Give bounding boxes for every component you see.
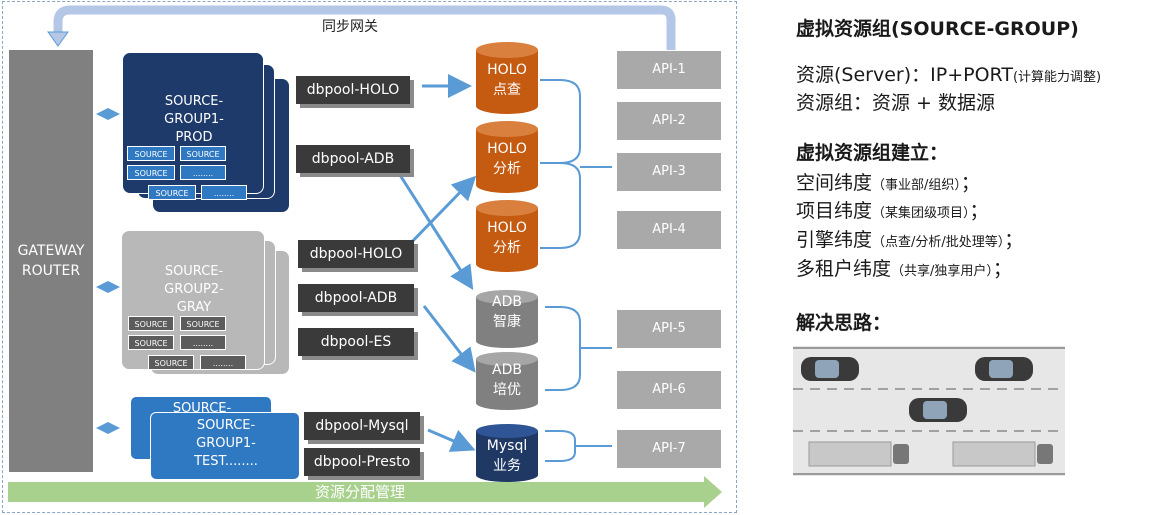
gateway-router: GATEWAY ROUTER xyxy=(9,50,93,472)
car-icon xyxy=(909,398,967,422)
road-illustration xyxy=(793,346,1065,476)
api-1: API-1 xyxy=(617,51,721,89)
notes-group-line: 资源组：资源 + 数据源 xyxy=(796,92,995,114)
diagram-frame xyxy=(2,1,737,513)
api-3: API-3 xyxy=(617,153,721,191)
dbpool-es: dbpool-ES xyxy=(298,328,414,356)
dbpool-adb-2: dbpool-ADB xyxy=(298,284,414,312)
resource-allocation-label: 资源分配管理 xyxy=(314,483,405,501)
source-chip: SOURCE xyxy=(127,165,175,180)
api-6: API-6 xyxy=(617,371,721,409)
car-icon xyxy=(801,357,859,381)
car-icon xyxy=(975,357,1033,381)
group1-prod-title: SOURCE- GROUP1- PROD xyxy=(164,94,224,145)
connector-layer xyxy=(8,5,722,508)
source-chip: SOURCE xyxy=(180,316,226,331)
truck-icon xyxy=(808,441,909,467)
sync-arrow xyxy=(53,5,676,50)
notes-title: 虚拟资源组(SOURCE-GROUP) xyxy=(796,18,1079,40)
notes-solution-title: 解决思路： xyxy=(796,312,892,334)
group1-test-title: SOURCE- GROUP1- TEST........ xyxy=(194,418,258,469)
source-chip: SOURCE xyxy=(127,146,175,161)
group2-gray-title: SOURCE- GROUP2- GRAY xyxy=(164,264,224,315)
notes-dim-project: 项目纬度（某集团级项目）； xyxy=(796,200,989,222)
ellipsis-chip: ........ xyxy=(201,185,247,200)
resource-bar-arrow xyxy=(8,476,722,508)
ellipsis-chip: ........ xyxy=(180,165,226,180)
dbpool-mysql: dbpool-Mysql xyxy=(304,412,420,440)
notes-build-title: 虚拟资源组建立： xyxy=(796,142,949,164)
source-chip: SOURCE xyxy=(148,185,196,200)
truck-icon xyxy=(952,441,1053,467)
api-2: API-2 xyxy=(617,102,721,140)
source-chip: SOURCE xyxy=(180,146,226,161)
dbpool-adb-1: dbpool-ADB xyxy=(296,145,410,173)
source-chip: SOURCE xyxy=(128,316,174,331)
api-7: API-7 xyxy=(617,430,721,468)
notes-resource-line: 资源(Server)：IP+PORT(计算能力调整) xyxy=(796,64,1102,86)
notes-dim-tenant: 多租户纬度（共享/独享用户）； xyxy=(796,258,1012,280)
ellipsis-chip: ........ xyxy=(180,335,226,350)
dbpool-holo-1: dbpool-HOLO xyxy=(296,76,410,104)
notes-dim-engine: 引擎纬度（点查/分析/批处理等）； xyxy=(796,229,1024,251)
group1-test-card: SOURCE- GROUP1- TEST........ xyxy=(150,412,300,480)
dbpool-holo-2: dbpool-HOLO xyxy=(298,240,414,268)
source-chip: SOURCE xyxy=(148,355,194,370)
source-chip: SOURCE xyxy=(128,335,174,350)
notes-dim-space: 空间纬度（事业部/组织）； xyxy=(796,172,980,194)
sync-gateway-label: 同步网关 xyxy=(322,19,378,35)
gateway-line-2: ROUTER xyxy=(21,263,81,279)
api-5: API-5 xyxy=(617,310,721,348)
ellipsis-chip: ........ xyxy=(200,355,246,370)
gateway-line-1: GATEWAY xyxy=(17,243,85,259)
dbpool-presto: dbpool-Presto xyxy=(304,448,420,476)
api-4: API-4 xyxy=(617,211,721,249)
